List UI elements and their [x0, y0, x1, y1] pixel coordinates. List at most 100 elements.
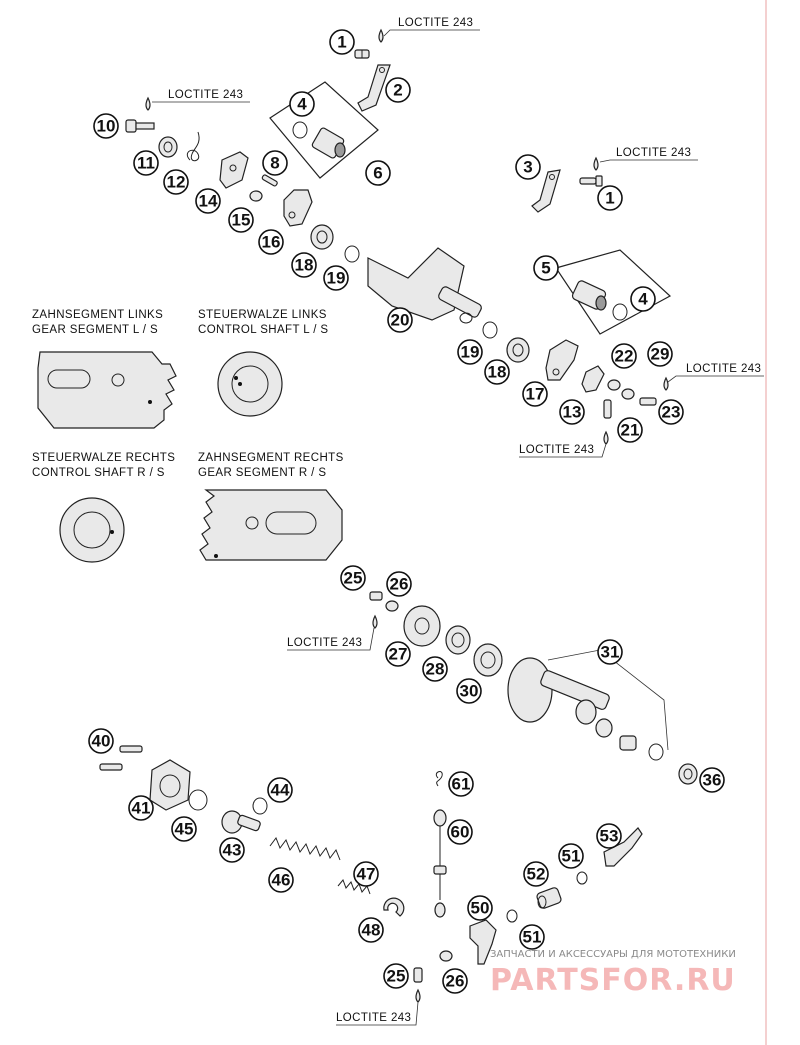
- callout-11: 11: [133, 150, 159, 176]
- svg-text:PARTSFOR.RU: PARTSFOR.RU: [490, 963, 736, 998]
- control-shaft-right-title-en: CONTROL SHAFT R / S: [32, 467, 165, 479]
- svg-text:47: 47: [357, 865, 376, 884]
- svg-text:4: 4: [638, 290, 648, 309]
- rod-part-60: [433, 809, 447, 918]
- loctite-drop-icon: [415, 988, 421, 1003]
- clip-part-48: [383, 897, 405, 917]
- callout-27: 27: [385, 641, 411, 667]
- screw-part-25-low: [413, 967, 423, 983]
- callout-4-top: 4: [289, 91, 315, 117]
- svg-text:45: 45: [175, 820, 194, 839]
- callout-61: 61: [448, 771, 474, 797]
- bolt-part-10: [125, 119, 155, 133]
- callout-18-upper: 18: [291, 252, 317, 278]
- callout-22: 22: [611, 343, 637, 369]
- callout-40: 40: [88, 728, 114, 754]
- callout-31: 31: [597, 639, 623, 665]
- svg-text:21: 21: [621, 421, 640, 440]
- loctite-label-6: LOCTITE 243: [287, 627, 375, 651]
- gear-segment-left-title-en: GEAR SEGMENT L / S: [32, 324, 158, 336]
- svg-text:25: 25: [387, 967, 406, 986]
- leader-part-31: [547, 649, 669, 751]
- loctite-label-7: LOCTITE 243: [336, 1001, 419, 1026]
- svg-text:LOCTITE 243: LOCTITE 243: [287, 637, 362, 649]
- loctite-label-1: LOCTITE 243: [383, 17, 480, 37]
- lever-part-50: [469, 919, 497, 965]
- o-ring-part-19-upper: [344, 245, 360, 263]
- bearing-part-28: [445, 625, 471, 655]
- svg-text:50: 50: [471, 899, 490, 918]
- watermark-logo: ЗАПЧАСТИ И АКСЕССУАРЫ ДЛЯ МОТОТЕХНИКИ PA…: [490, 949, 736, 998]
- callout-12: 12: [163, 169, 189, 195]
- lever-part-3: [531, 169, 561, 213]
- screw-part-1-top: [354, 49, 370, 59]
- svg-text:17: 17: [526, 385, 545, 404]
- nut-part-11: [158, 136, 178, 158]
- bolt-part-40-a: [119, 745, 143, 753]
- callout-26-low: 26: [442, 968, 468, 994]
- gear-segment-left-illustration: [37, 351, 177, 429]
- callout-6: 6: [365, 160, 391, 186]
- svg-text:5: 5: [541, 259, 550, 278]
- control-shaft-left-title-en: CONTROL SHAFT L / S: [198, 324, 329, 336]
- svg-text:48: 48: [362, 921, 381, 940]
- svg-text:LOCTITE 243: LOCTITE 243: [616, 147, 691, 159]
- svg-text:51: 51: [562, 847, 581, 866]
- callout-28: 28: [422, 656, 448, 682]
- svg-text:26: 26: [390, 575, 409, 594]
- svg-text:25: 25: [344, 569, 363, 588]
- svg-text:23: 23: [662, 403, 681, 422]
- valve-part-6: [311, 127, 346, 159]
- loctite-label-4: LOCTITE 243: [667, 363, 764, 383]
- callout-51-low: 51: [519, 924, 545, 950]
- callout-23: 23: [658, 399, 684, 425]
- svg-text:22: 22: [615, 347, 634, 366]
- callout-26-mid: 26: [386, 571, 412, 597]
- svg-text:40: 40: [92, 732, 111, 751]
- callout-20: 20: [387, 307, 413, 333]
- screw-part-25-mid: [369, 591, 383, 601]
- loctite-drop-icon: [378, 28, 384, 43]
- loctite-drop-icon: [145, 96, 151, 111]
- svg-text:26: 26: [446, 972, 465, 991]
- svg-text:LOCTITE 243: LOCTITE 243: [168, 89, 243, 101]
- callout-3: 3: [515, 154, 541, 180]
- callout-47: 47: [353, 861, 379, 887]
- callout-30: 30: [456, 678, 482, 704]
- svg-text:2: 2: [393, 81, 402, 100]
- loctite-drop-icon: [663, 376, 669, 391]
- group-frame-5-4: [555, 249, 672, 335]
- svg-text:LOCTITE 243: LOCTITE 243: [398, 17, 473, 29]
- bushing-part-18-lower: [506, 337, 530, 363]
- o-ring-part-4-right: [612, 303, 628, 321]
- loctite-label-5: LOCTITE 243: [519, 443, 607, 458]
- svg-text:61: 61: [452, 775, 471, 794]
- svg-text:27: 27: [389, 645, 408, 664]
- svg-text:43: 43: [223, 841, 242, 860]
- callout-50: 50: [467, 895, 493, 921]
- o-ring-part-45: [188, 789, 208, 811]
- callout-2: 2: [385, 77, 411, 103]
- svg-text:3: 3: [523, 158, 532, 177]
- gear-segment-right-title-en: GEAR SEGMENT R / S: [198, 467, 326, 479]
- svg-text:1: 1: [605, 189, 614, 208]
- clip-part-61: [435, 771, 443, 787]
- callout-4-right: 4: [630, 286, 656, 312]
- shift-drum-part-20: [367, 247, 482, 324]
- callout-18-lower: 18: [484, 359, 510, 385]
- o-ring-part-44: [252, 797, 268, 815]
- spring-part-47: [337, 879, 371, 895]
- bushing-part-18-upper: [310, 224, 334, 250]
- o-ring-part-19-lower: [482, 321, 498, 339]
- callout-19-lower: 19: [457, 339, 483, 365]
- loctite-drop-icon: [372, 614, 378, 629]
- svg-text:11: 11: [137, 154, 155, 173]
- callout-15: 15: [228, 207, 254, 233]
- svg-text:12: 12: [167, 173, 186, 192]
- housing-part-41: [149, 759, 191, 811]
- ratchet-part-27: [403, 605, 441, 647]
- callout-25-mid: 25: [340, 565, 366, 591]
- loctite-label-2: LOCTITE 243: [152, 89, 250, 103]
- callout-53: 53: [596, 823, 622, 849]
